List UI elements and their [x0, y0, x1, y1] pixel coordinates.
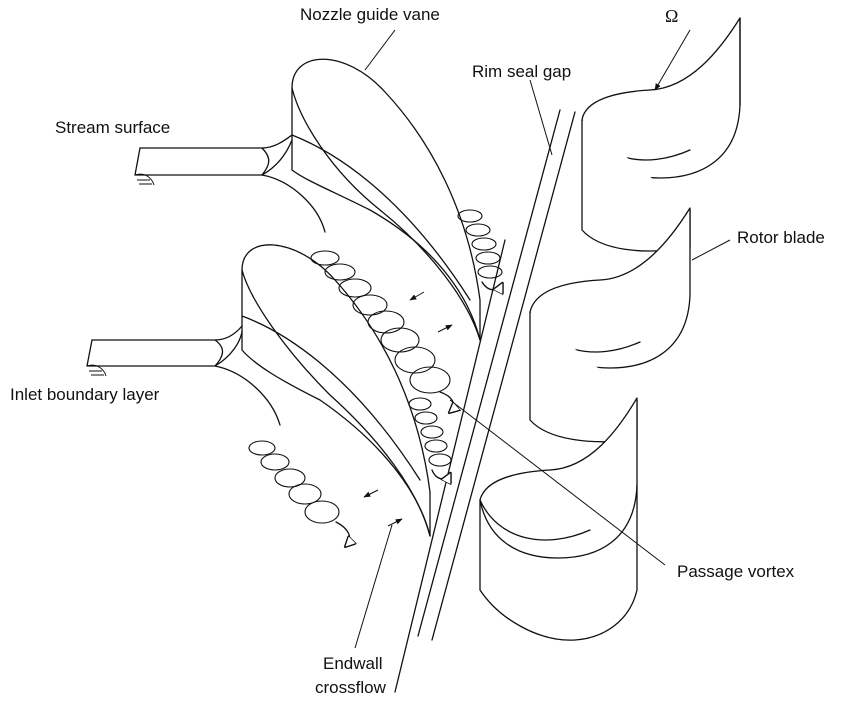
label-endwall: Endwall — [323, 654, 383, 673]
label-rim-seal-gap: Rim seal gap — [472, 62, 571, 81]
label-rotor-blade: Rotor blade — [737, 228, 825, 247]
label-crossflow: crossflow — [315, 678, 387, 697]
label-omega: Ω — [665, 6, 678, 26]
label-passage-vortex: Passage vortex — [677, 562, 795, 581]
label-nozzle-guide-vane: Nozzle guide vane — [300, 5, 440, 24]
lower-nozzle-vane — [242, 245, 430, 536]
label-inlet-boundary-layer: Inlet boundary layer — [10, 385, 160, 404]
inlet-boundary-vortex — [249, 441, 350, 546]
rotor-blades — [480, 18, 740, 640]
label-stream-surface: Stream surface — [55, 118, 170, 137]
